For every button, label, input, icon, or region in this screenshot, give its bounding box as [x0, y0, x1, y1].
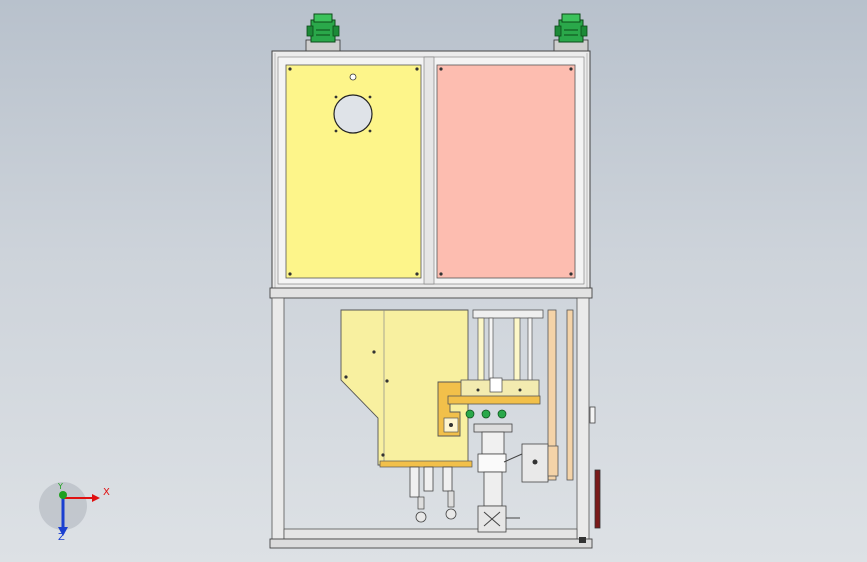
middle-plate[interactable]	[269, 287, 593, 299]
lift-actuator[interactable]	[473, 423, 520, 533]
coordinate-triad	[39, 482, 100, 536]
side-connector[interactable]	[589, 406, 601, 529]
guide-rods[interactable]	[472, 309, 574, 481]
pneumatic-cylinders[interactable]	[409, 466, 457, 523]
lower-frame[interactable]	[269, 297, 593, 549]
top-motor-left[interactable]	[305, 13, 341, 53]
y-axis-label: Y	[58, 482, 63, 491]
crosshead-block[interactable]	[447, 377, 541, 419]
x-axis-label: X	[103, 487, 110, 498]
sensor-plate[interactable]	[503, 443, 559, 483]
right-access-panel[interactable]	[436, 64, 576, 279]
z-axis-label: Z	[58, 532, 65, 543]
panel-cutout-hole	[333, 94, 373, 134]
top-motor-right[interactable]	[553, 13, 589, 53]
press-module[interactable]	[340, 309, 473, 468]
